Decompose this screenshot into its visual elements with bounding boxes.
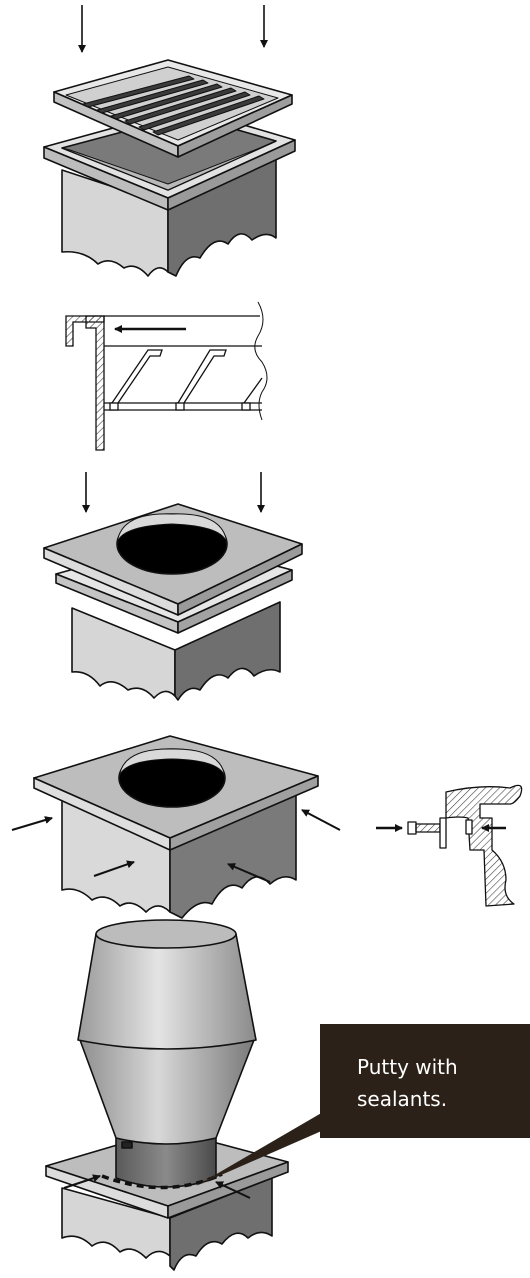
step-2-clip-detail bbox=[65, 301, 268, 451]
callout-text-line2: sealants. bbox=[357, 1087, 447, 1111]
callout-box bbox=[320, 1024, 530, 1138]
screw-detail bbox=[376, 784, 523, 907]
hood-lower-cone bbox=[79, 1039, 255, 1145]
grille-blades bbox=[82, 75, 265, 136]
duct-right-face bbox=[167, 157, 277, 277]
hood-top-opening bbox=[95, 919, 237, 949]
step-3-collar-plate bbox=[43, 472, 303, 701]
step-1-grille-into-frame bbox=[43, 5, 296, 277]
sealant-callout: Putty with sealants. bbox=[196, 1024, 530, 1186]
screw-direction-arrows bbox=[11, 809, 341, 883]
hood-collar bbox=[115, 1137, 217, 1188]
hood-upper-cone bbox=[77, 933, 257, 1050]
callout-text-line1: Putty with bbox=[357, 1055, 458, 1079]
step-5-hood-seal bbox=[45, 919, 289, 1271]
step-4-fixing bbox=[11, 735, 523, 919]
